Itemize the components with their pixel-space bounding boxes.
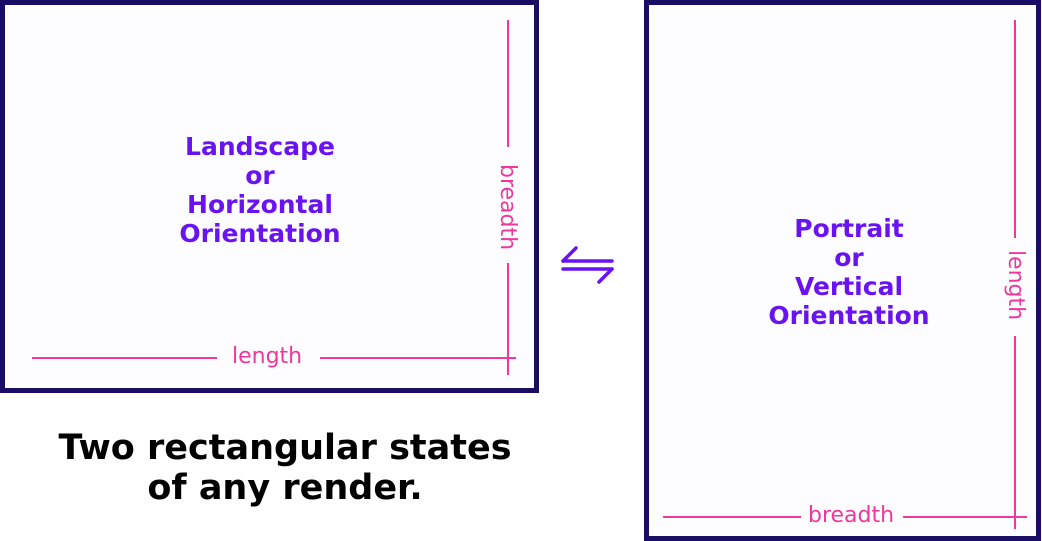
- portrait-label-line: Vertical: [794, 272, 904, 301]
- portrait-label: Portrait or Vertical Orientation: [649, 214, 1042, 330]
- landscape-label-line: Horizontal: [187, 190, 333, 219]
- caption: Two rectangular states of any render.: [0, 428, 570, 508]
- landscape-length-line-left: [32, 357, 217, 359]
- portrait-breadth-line-right: [903, 516, 1027, 518]
- portrait-label-line: Orientation: [768, 301, 930, 330]
- portrait-breadth-line-left: [663, 516, 801, 518]
- landscape-label-line: Orientation: [179, 219, 341, 248]
- landscape-label-line: or: [245, 161, 275, 190]
- portrait-label-line: or: [834, 243, 864, 272]
- landscape-length-label: length: [232, 344, 303, 369]
- portrait-rectangle: Portrait or Vertical Orientation: [644, 0, 1041, 541]
- caption-line: of any render.: [147, 468, 423, 508]
- landscape-label-line: Landscape: [185, 132, 335, 161]
- landscape-label: Landscape or Horizontal Orientation: [5, 132, 515, 248]
- landscape-breadth-label: breadth: [495, 164, 520, 251]
- caption-line: Two rectangular states: [58, 428, 512, 468]
- portrait-label-line: Portrait: [794, 214, 904, 243]
- landscape-rectangle: Landscape or Horizontal Orientation: [0, 0, 539, 393]
- portrait-length-line-top: [1014, 20, 1016, 238]
- portrait-length-label: length: [1003, 249, 1028, 321]
- portrait-breadth-label: breadth: [808, 503, 895, 528]
- landscape-breadth-line-bottom: [507, 263, 509, 375]
- portrait-length-line-bottom: [1014, 336, 1016, 529]
- landscape-breadth-line-top: [507, 20, 509, 147]
- swap-arrows-icon: [561, 246, 614, 284]
- landscape-length-line-right: [320, 357, 516, 359]
